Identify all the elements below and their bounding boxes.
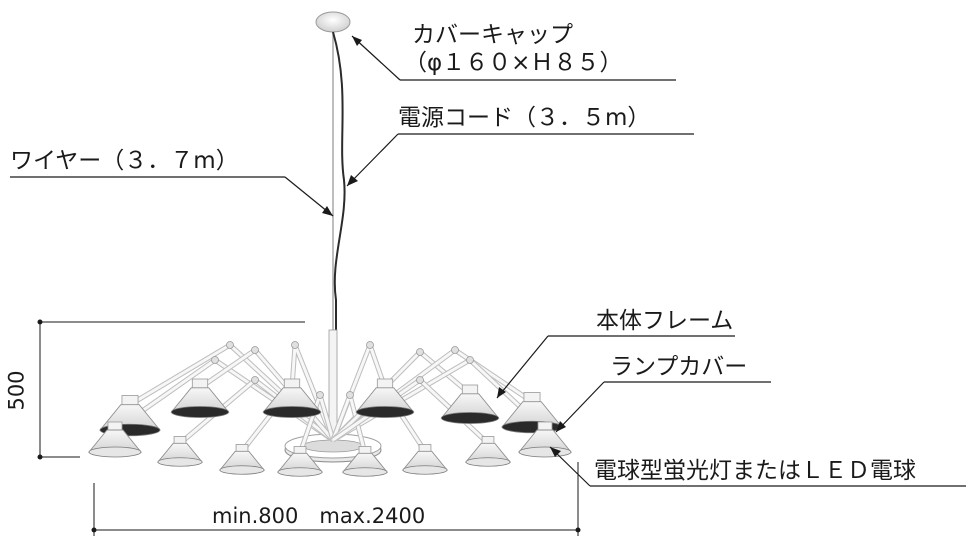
- arm: [178, 376, 335, 446]
- lamp-shade: [276, 446, 324, 477]
- lamp-cover-label: ランプカバー: [610, 354, 748, 380]
- lamp-shade: [262, 378, 322, 418]
- cover-cap-size-label: （φ１６０×Ｈ８５）: [404, 50, 623, 76]
- lamp-shade: [156, 436, 204, 467]
- power-cord-label: 電源コード（３．５m）: [398, 105, 651, 131]
- lamp-shade: [401, 444, 449, 475]
- leader-lines: [10, 35, 966, 487]
- body-frame-label: 本体フレーム: [596, 308, 734, 334]
- wire-label: ワイヤー（３．７m）: [10, 148, 239, 174]
- power-cord-line: [332, 31, 346, 330]
- lamp-shade: [341, 446, 389, 477]
- lamp-shade: [355, 378, 415, 418]
- arm: [297, 391, 336, 455]
- lamp-shade: [88, 421, 142, 458]
- arm: [330, 391, 368, 454]
- lamp-shade: [170, 378, 230, 418]
- lamp-shade: [218, 444, 266, 475]
- bulb-label: 電球型蛍光灯またはＬＥＤ電球: [594, 458, 916, 484]
- arm: [289, 341, 336, 441]
- lamp-shade: [440, 384, 500, 424]
- height-dimension-label: 500: [4, 370, 29, 411]
- cover-cap-label: カバーキャップ: [412, 22, 573, 48]
- lamp-shade: [464, 436, 512, 467]
- lamps-group: [88, 378, 572, 477]
- width-dimension-label: min.800 max.2400: [212, 504, 426, 528]
- cover-cap: [315, 11, 351, 33]
- height-dimension: [37, 319, 305, 460]
